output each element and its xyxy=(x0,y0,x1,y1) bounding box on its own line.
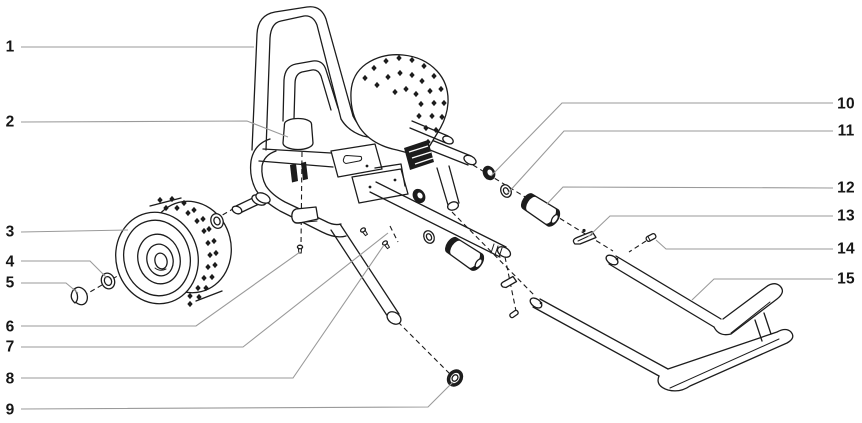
leader-line-12 xyxy=(546,186,834,205)
callout-label-2: 2 xyxy=(5,113,15,131)
leader-line-4 xyxy=(21,260,108,279)
leader-line-9 xyxy=(20,381,454,410)
callout-label-6: 6 xyxy=(5,318,15,336)
callout-label-3: 3 xyxy=(5,223,15,241)
leader-line-13 xyxy=(587,215,833,238)
leader-line-15 xyxy=(691,278,833,301)
callout-label-11: 11 xyxy=(837,122,855,140)
leader-line-6 xyxy=(21,251,301,327)
leg-frame-drawing xyxy=(529,254,794,392)
leader-lines xyxy=(20,46,834,410)
leader-line-2 xyxy=(20,120,289,138)
leader-line-7 xyxy=(21,232,389,348)
leader-line-11 xyxy=(507,130,833,194)
callout-label-5: 5 xyxy=(5,274,15,292)
callout-label-12: 12 xyxy=(837,179,855,197)
axle-parts-drawing xyxy=(412,165,657,319)
left-wheel-drawing xyxy=(70,195,232,308)
leader-line-14 xyxy=(655,239,833,250)
callout-label-9: 9 xyxy=(5,401,15,419)
leader-line-3 xyxy=(20,229,129,233)
right-wheel-drawing xyxy=(350,54,454,170)
callout-label-15: 15 xyxy=(837,270,855,288)
callout-label-10: 10 xyxy=(837,95,855,113)
leader-line-5 xyxy=(21,282,79,294)
leg-cap xyxy=(446,369,464,387)
callout-label-14: 14 xyxy=(837,240,855,258)
callout-label-4: 4 xyxy=(5,253,15,271)
callout-label-8: 8 xyxy=(5,370,15,388)
callout-label-1: 1 xyxy=(5,38,15,56)
callout-label-13: 13 xyxy=(837,207,855,225)
leader-line-8 xyxy=(21,244,385,379)
leader-line-10 xyxy=(490,102,833,177)
frame-drawing xyxy=(231,138,512,325)
cap-plug-drawing xyxy=(282,117,314,151)
callout-label-7: 7 xyxy=(5,338,15,356)
